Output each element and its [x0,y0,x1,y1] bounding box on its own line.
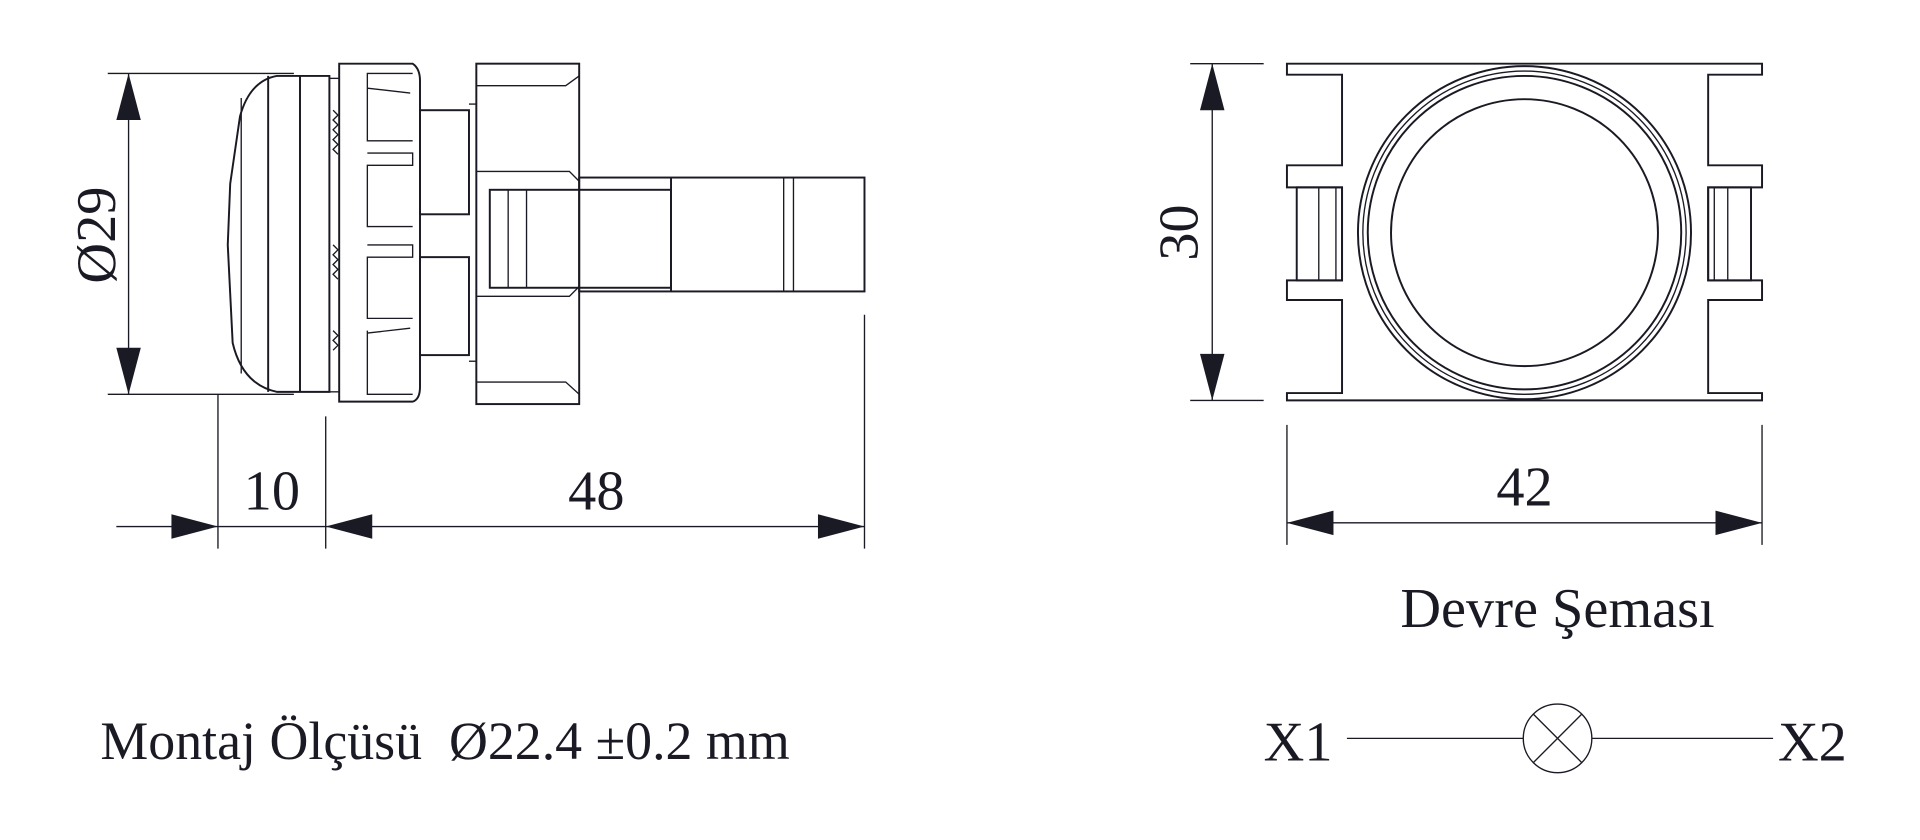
lamp-body [488,176,866,293]
terminal-x1-label: X1 [1264,711,1333,773]
body-length-label: 48 [568,460,624,522]
arrow-up-icon [1200,63,1225,111]
diameter-dimension: Ø29 [66,72,294,395]
terminal-right [1707,186,1752,282]
lens [226,74,340,393]
height-dimension: 30 [1149,63,1264,402]
arrow-right-icon [817,514,865,539]
width-label: 42 [1496,457,1552,519]
rear-view: 30 42 [1149,62,1764,545]
arrow-down-icon [116,347,141,395]
lamp-symbol-icon [1522,703,1593,774]
arrow-left-icon [1286,510,1334,536]
circuit-diagram: Devre Şeması X1 X2 [1264,578,1847,773]
bezel-ring [338,62,421,403]
diameter-label: Ø29 [66,187,128,284]
arrow-right-icon [1715,510,1763,536]
height-label: 30 [1149,204,1211,260]
shaft [419,103,477,362]
front-length-label: 10 [244,460,300,522]
terminal-x2-label: X2 [1778,711,1847,773]
lens-face [1390,98,1659,368]
arrow-right-icon [171,514,218,539]
mounting-nut [475,62,581,406]
length-dimensions: 10 48 [116,314,866,549]
arrow-up-icon [116,73,141,120]
arrow-down-icon [1200,353,1225,401]
arrow-left-icon [325,514,373,539]
housing-outline [1285,62,1764,402]
circuit-title: Devre Şeması [1400,578,1714,640]
width-dimension: 42 [1286,424,1763,545]
mounting-size-label: Montaj Ölçüsü Ø22.4 ±0.2 mm [100,711,789,771]
side-view: Ø29 [66,62,866,771]
